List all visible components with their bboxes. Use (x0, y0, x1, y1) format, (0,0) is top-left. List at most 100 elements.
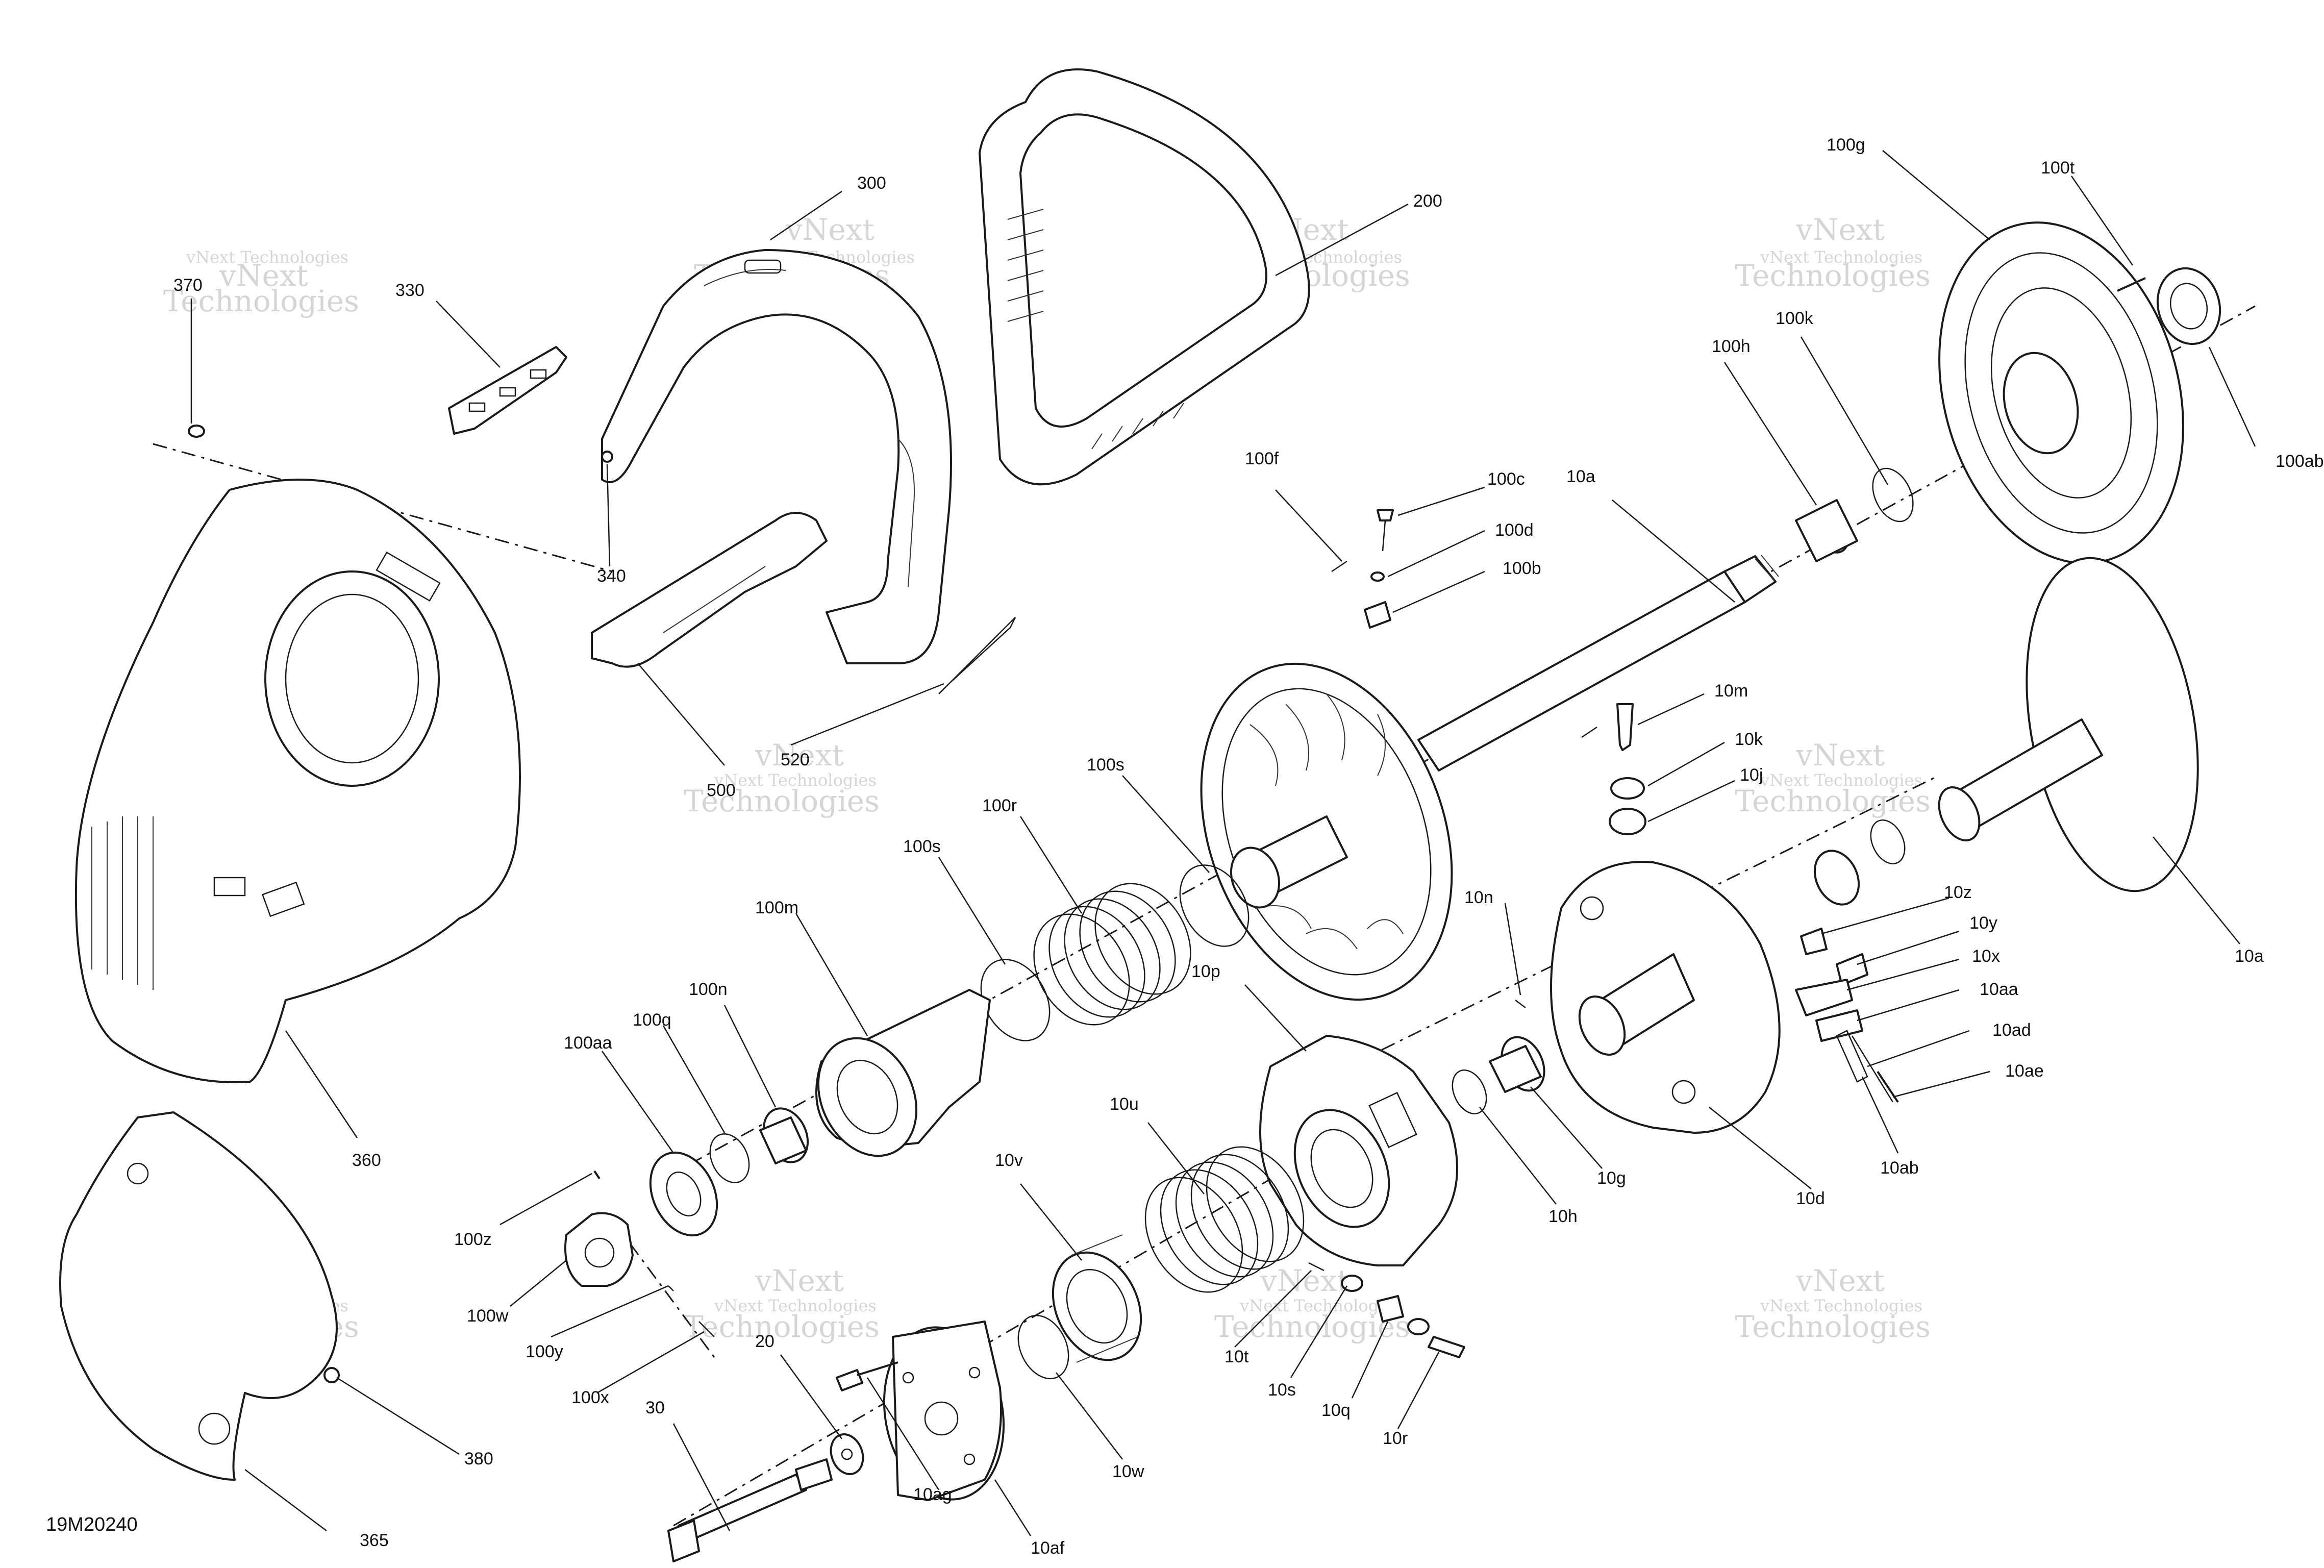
clip-340 (601, 451, 613, 463)
callout-100x: 100x (571, 1388, 609, 1407)
small-parts-10tsqr (1308, 1262, 1465, 1358)
watermark-text: vNext (1795, 1263, 1885, 1298)
watermark-text: Technologies (1735, 258, 1931, 293)
callout-10a-top: 10a (1566, 467, 1595, 486)
watermark-text: vNext (785, 212, 874, 247)
watermark-text: vNext Technologies (714, 770, 877, 790)
callout-10t: 10t (1225, 1347, 1249, 1366)
washer-100d (1370, 571, 1385, 582)
washer-10k (1610, 777, 1645, 800)
callout-10p: 10p (1191, 962, 1220, 981)
watermark-text: vNext (1795, 212, 1885, 247)
watermark-text: vNext (755, 1263, 844, 1298)
washer-20 (830, 1433, 864, 1475)
hub-100m (815, 989, 991, 1157)
callout-labels: 370 330 300 340 200 500 520 360 365 380 … (173, 135, 2324, 1558)
ring-10w (1017, 1314, 1069, 1380)
ring-near-10a (1870, 819, 1906, 864)
callout-100y: 100y (526, 1342, 563, 1361)
small-parts-10mkj (1581, 703, 1646, 835)
ring-10h (1452, 1069, 1487, 1114)
lever-10x (1795, 979, 1853, 1016)
callout-100c: 100c (1487, 469, 1525, 489)
callout-10af: 10af (1031, 1538, 1065, 1558)
ring-100k (1872, 467, 1914, 522)
callout-300: 300 (857, 173, 886, 193)
callout-10u: 10u (1110, 1094, 1139, 1114)
callout-10n: 10n (1464, 888, 1493, 907)
callout-10ad: 10ad (1992, 1021, 2031, 1040)
callout-340: 340 (597, 566, 626, 586)
leader-lines (190, 150, 2256, 1536)
callout-100w: 100w (467, 1306, 509, 1326)
callout-10j: 10j (1740, 765, 1763, 785)
callout-10a-right: 10a (2235, 947, 2264, 966)
bracket-330 (448, 346, 567, 435)
callout-10d: 10d (1796, 1189, 1825, 1208)
pin-10t (1308, 1262, 1325, 1272)
callout-100r: 100r (982, 796, 1017, 815)
bolt-30 (667, 1458, 833, 1562)
small-parts-100nqaa (564, 1107, 809, 1337)
callout-100s-a: 100s (1087, 755, 1124, 775)
bearing-100ab (2156, 267, 2221, 345)
assembly-axes (153, 305, 2256, 1527)
callout-100g: 100g (1827, 135, 1865, 155)
bolt-10ag (836, 1361, 898, 1391)
callout-10z: 10z (1944, 883, 1972, 902)
callout-365: 365 (360, 1531, 389, 1550)
upper-right-parts (1795, 221, 2221, 564)
drive-belt-200 (979, 68, 1310, 486)
spring-10u (1144, 1146, 1305, 1293)
spider-10p (1259, 1035, 1458, 1266)
callout-100d: 100d (1495, 520, 1534, 540)
watermark-text: Technologies (1735, 1309, 1931, 1344)
pin-100t (2117, 277, 2146, 292)
housing-360 (74, 479, 521, 1083)
callout-10r: 10r (1383, 1429, 1408, 1448)
sheave-10a (1938, 557, 2199, 892)
callout-10m: 10m (1714, 681, 1748, 701)
callout-100aa: 100aa (564, 1033, 612, 1053)
callout-100b: 100b (1503, 559, 1541, 578)
callout-100h: 100h (1712, 337, 1751, 356)
callout-380: 380 (464, 1449, 493, 1469)
screw-10ae (1877, 1071, 1899, 1103)
watermark-text: Technologies (1735, 784, 1931, 818)
callout-10aa: 10aa (1980, 980, 2018, 999)
callout-100m: 100m (755, 898, 798, 917)
callout-370: 370 (173, 276, 203, 295)
watermark-text: vNext Technologies (714, 1296, 877, 1315)
cam-10d (1550, 861, 1781, 1134)
washer-10s (1341, 1275, 1363, 1292)
bushing-near-10a (1813, 850, 1860, 906)
pin-100x (698, 1321, 715, 1337)
watermark-text: vNext (1795, 738, 1885, 773)
watermark-text: vNext Technologies (1239, 1296, 1402, 1315)
callout-100n: 100n (689, 980, 728, 999)
washer-370 (188, 425, 205, 438)
watermark-text: Technologies (163, 284, 359, 318)
callout-360: 360 (352, 1151, 381, 1170)
fixed-sheave-100 (1200, 662, 1453, 1001)
ring-100q (709, 1133, 750, 1183)
ring-100s-a (1179, 864, 1250, 947)
callout-10k: 10k (1735, 730, 1763, 749)
screw-380 (323, 1367, 340, 1383)
callout-10g: 10g (1597, 1168, 1626, 1188)
callout-100s-b: 100s (903, 837, 941, 856)
pin-10r (1428, 1336, 1465, 1358)
callout-10ab: 10ab (1880, 1158, 1919, 1178)
washer-10j (1609, 808, 1646, 835)
callout-100k: 100k (1776, 309, 1814, 328)
watermark-text: vNext (1260, 1263, 1349, 1298)
screw-100z (593, 1170, 601, 1180)
belt-guard-300 (601, 249, 952, 664)
watermark-text: Technologies (684, 1309, 880, 1344)
callout-10ae: 10ae (2005, 1061, 2044, 1081)
callout-330: 330 (395, 281, 424, 300)
shaft-100a (1417, 555, 1779, 771)
lower-bracket-500 (591, 512, 828, 668)
callout-10x: 10x (1972, 947, 2000, 966)
bushing-10q (1377, 1295, 1404, 1323)
